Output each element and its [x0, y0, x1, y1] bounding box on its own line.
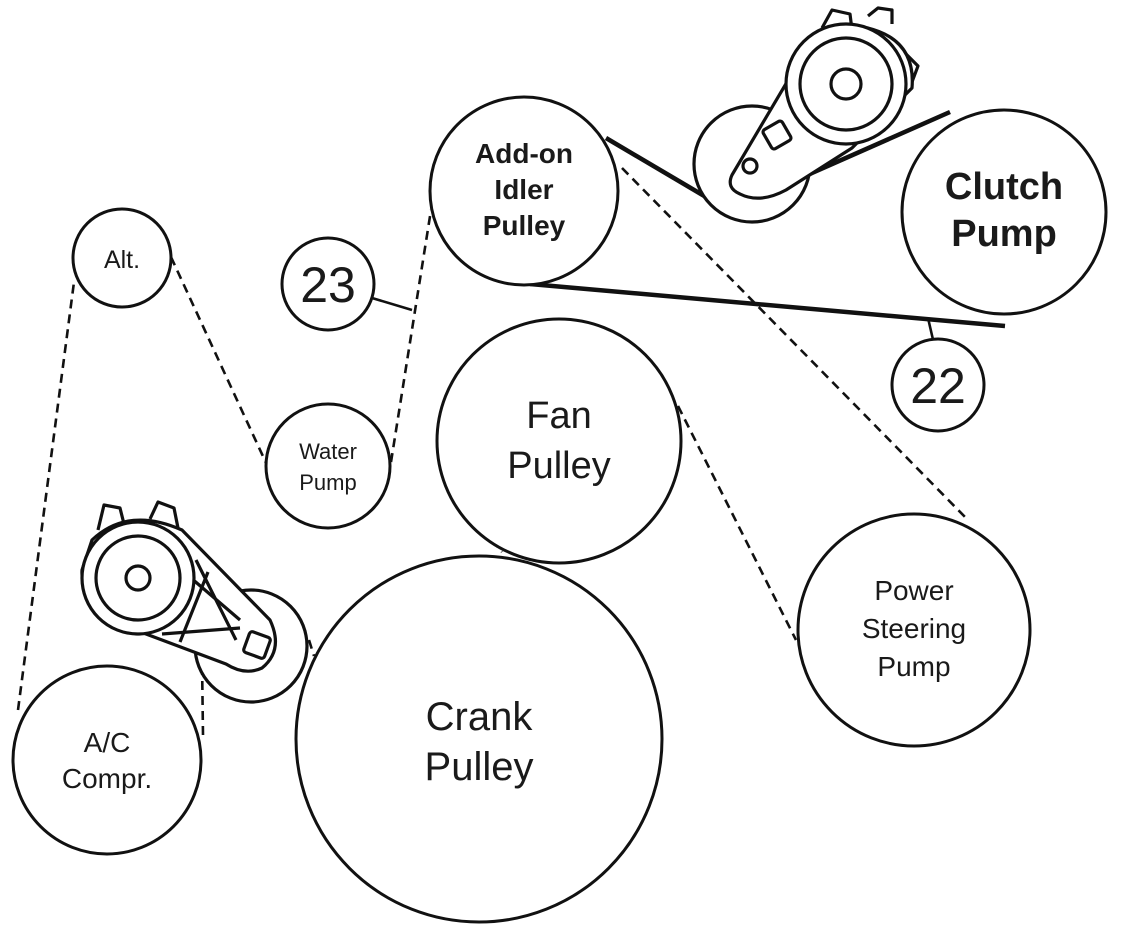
idler-label-line3: Pulley: [483, 210, 566, 241]
crank-pulley-label-line1: Crank: [426, 695, 534, 739]
pulley-power-steering: Power Steering Pump: [796, 512, 1032, 748]
idler-label-line2: Idler: [494, 174, 553, 205]
pulley-add-on-idler: Add-on Idler Pulley: [428, 95, 620, 287]
pulley-ac-compressor: A/C Compr.: [11, 664, 203, 856]
clutch-pump-label-line2: Pump: [951, 213, 1057, 255]
idler-label-line1: Add-on: [475, 138, 573, 169]
power-steering-label-line1: Power: [874, 575, 953, 606]
crank-pulley-label-line2: Pulley: [425, 745, 534, 789]
power-steering-label-line3: Pump: [877, 651, 950, 682]
callout-23-label: 23: [300, 257, 356, 313]
pulley-clutch-pump: Clutch Pump: [900, 108, 1108, 316]
power-steering-label-line2: Steering: [862, 613, 966, 644]
ac-compressor-label-line2: Compr.: [62, 763, 152, 794]
tensioner-upper: [692, 6, 920, 224]
pulley-water-pump: Water Pump: [264, 402, 392, 530]
callout-belt-23: 23: [280, 236, 413, 332]
pulley-fan: Fan Pulley: [435, 317, 683, 565]
callout-22-label: 22: [910, 358, 966, 414]
water-pump-label-line1: Water: [299, 439, 357, 464]
alternator-label: Alt.: [104, 246, 140, 274]
fan-pulley-label-line2: Pulley: [507, 445, 611, 487]
ac-compressor-label-line1: A/C: [84, 727, 131, 758]
pulley-alternator: Alt.: [71, 207, 173, 309]
clutch-pump-label-line1: Clutch: [945, 166, 1063, 208]
pulley-crank: Crank Pulley: [294, 554, 664, 924]
fan-pulley-label-line1: Fan: [526, 395, 591, 437]
callout-belt-22: 22: [890, 317, 986, 433]
tensioner-lower: [80, 500, 309, 704]
water-pump-label-line2: Pump: [299, 470, 356, 495]
